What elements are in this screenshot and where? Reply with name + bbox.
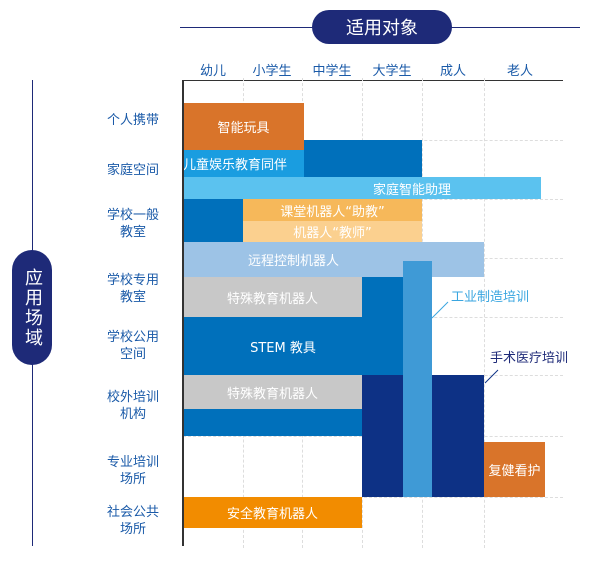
grid-line: [484, 78, 485, 548]
row-label-text: 机构: [119, 407, 146, 422]
row-label-text: 教室: [119, 290, 146, 305]
row-label: 社会公共场所: [88, 504, 178, 538]
column-header: 中学生: [312, 64, 352, 79]
row-label-text: 学校专用: [106, 273, 159, 288]
bar-stem: STEM 教具: [183, 317, 403, 375]
top-axis: [183, 80, 563, 81]
surgical-leader-line: [484, 369, 499, 384]
industrial-leader-line: [431, 301, 449, 319]
bar-smart-toy: 智能玩具: [183, 103, 304, 150]
column-header: 成人: [439, 64, 466, 79]
row-label-text: 专业培训: [106, 455, 159, 470]
row-label-text: 场所: [119, 472, 146, 487]
bar-child-companion: 儿童娱乐教育同伴: [183, 150, 304, 177]
title-pill: 适用对象: [312, 10, 452, 44]
row-label: 学校专用教室: [88, 272, 178, 306]
row-label: 校外培训机构: [88, 389, 178, 423]
bar-block: [183, 199, 243, 242]
bar-surgical-training: [362, 375, 403, 497]
grid-line: [183, 497, 563, 498]
bar-home-assistant: 家庭智能助理: [183, 177, 541, 199]
bar-remote-control: 远程控制机器人: [183, 242, 484, 277]
row-label: 专业培训场所: [88, 454, 178, 488]
side-title: 应用场域: [22, 267, 43, 348]
side-title-pill: 应用场域: [12, 250, 52, 365]
row-label-text: 教室: [119, 225, 146, 240]
bar-robot-teacher: 机器人“教师”: [243, 221, 422, 242]
note-industrial-training: 工业制造培训: [451, 290, 530, 305]
bar-assistant-teacher: 课堂机器人“助教”: [243, 199, 422, 221]
bar-industrial-training: [403, 261, 432, 497]
row-label-text: 社会公共: [106, 505, 159, 520]
bar-safety-education: 安全教育机器人: [183, 497, 362, 528]
row-label: 学校公用空间: [88, 329, 178, 363]
row-label-text: 家庭空间: [106, 163, 159, 178]
left-axis: [182, 80, 184, 546]
row-label: 个人携带: [88, 112, 178, 129]
row-label-text: 个人携带: [106, 113, 159, 128]
column-header: 小学生: [252, 64, 292, 79]
row-label: 学校一般教室: [88, 207, 178, 241]
bar-rehab-care: 复健看护: [484, 442, 545, 497]
column-header: 幼儿: [199, 64, 226, 79]
row-label: 家庭空间: [88, 162, 178, 179]
bar-special-education: 特殊教育机器人: [183, 277, 362, 317]
row-label-text: 学校一般: [106, 208, 159, 223]
column-header: 大学生: [372, 64, 412, 79]
column-header: 老人: [506, 64, 533, 79]
row-label-text: 空间: [119, 347, 146, 362]
bar-surgical-training: [432, 375, 484, 497]
row-label-text: 场所: [119, 522, 146, 537]
bar-block: [183, 409, 362, 436]
note-surgical-training: 手术医疗培训: [490, 351, 569, 366]
row-label-text: 学校公用: [106, 330, 159, 345]
bar-special-education: 特殊教育机器人: [183, 375, 362, 409]
row-label-text: 校外培训: [106, 390, 159, 405]
bar-block: [304, 140, 422, 177]
